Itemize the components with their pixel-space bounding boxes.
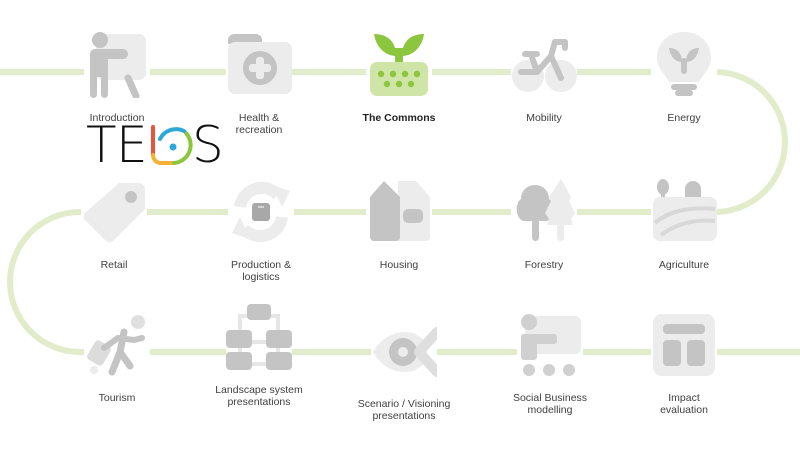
trees-icon <box>511 179 577 245</box>
board-meeting-icon <box>517 312 583 378</box>
node-label: Scenario / Visioning presentations <box>357 398 451 422</box>
layout-icon <box>651 312 717 378</box>
node-label: Production & logistics <box>230 259 292 283</box>
sprout-icon <box>366 32 432 98</box>
logo-letter-e: E <box>116 116 148 174</box>
traveler-icon <box>84 312 150 378</box>
flowchart-icon <box>226 304 292 370</box>
price-tag-icon <box>81 179 147 245</box>
logo-letter-t: T <box>86 116 117 174</box>
farm-field-icon <box>651 179 717 245</box>
logo-letter-s: S <box>192 116 224 174</box>
node-label: Energy <box>667 112 701 124</box>
eye-arrow-icon <box>371 318 437 384</box>
recycle-box-icon <box>228 179 294 245</box>
node-label: Impact evaluation <box>660 392 708 416</box>
node-label: Housing <box>379 259 419 271</box>
node-label: Mobility <box>526 112 562 124</box>
node-label: Retail <box>100 259 128 271</box>
node-label: Health & recreation <box>235 112 283 136</box>
house-icon <box>366 179 432 245</box>
medical-folder-icon <box>226 32 292 98</box>
node-label: Tourism <box>98 392 136 404</box>
node-label: Agriculture <box>658 259 710 271</box>
node-label: Landscape system presentations <box>215 384 303 408</box>
node-label: Social Business modelling <box>512 392 588 416</box>
bicycle-icon <box>511 32 577 98</box>
node-label: Forestry <box>524 259 564 271</box>
node-label: The Commons <box>362 112 436 124</box>
logo-lo-mark <box>151 125 193 165</box>
node-label: Introduction <box>89 112 145 124</box>
lightbulb-icon <box>651 32 717 98</box>
telos-logo: T E S <box>86 116 224 174</box>
presenter-icon <box>84 32 150 98</box>
